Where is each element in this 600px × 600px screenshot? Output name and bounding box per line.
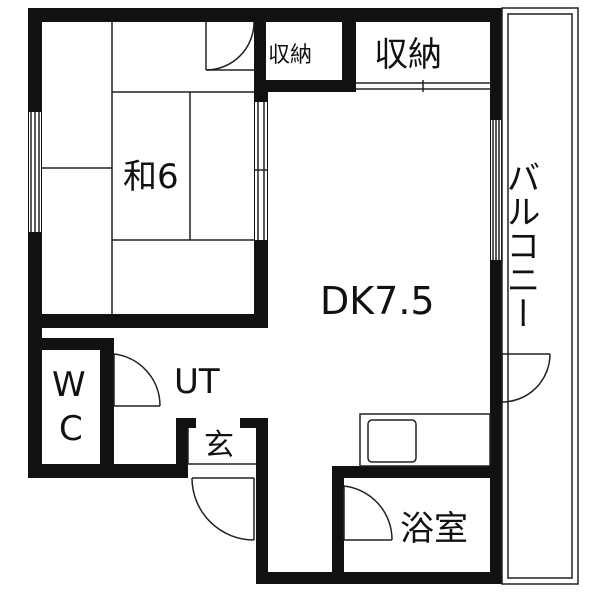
door-swings [113,21,551,541]
wall-entrance-left [176,418,188,478]
tatami-lines [42,22,267,314]
room-label-storage-large: 収納 [374,35,442,75]
wall-bath-top [332,466,502,478]
room-label-toilet-w: W [52,365,86,405]
wall-left [28,8,42,478]
room-label-bathroom: 浴室 [400,509,468,549]
wall-entrance-right [256,418,268,584]
room-label-washitsu: 和6 [123,157,179,197]
wall-entrance-top [176,418,196,428]
room-label-dining-kitchen: DK7.5 [320,279,435,323]
wall-bottom [256,572,502,584]
wall-storage-divider-1 [254,8,266,84]
wall-storage-bottom-1 [254,80,356,92]
room-label-utility: UT [174,362,220,402]
wall-wc-right [100,338,114,478]
windows [29,112,501,260]
wall-storage-divider-2 [342,8,356,92]
storage-sliding-door [356,80,490,92]
entrance-step [187,428,256,465]
room-label-balcony: バルコニー [500,160,540,330]
room-label-toilet-c: C [59,409,83,449]
wall-washitsu-bottom [28,314,268,328]
room-label-entrance: 玄 [204,428,234,463]
wall-bath-left [332,466,344,584]
wall-entrance-right-top [240,418,268,428]
room-label-storage-small: 収納 [268,43,312,68]
balcony [501,7,579,585]
kitchen-sink [359,413,491,467]
wall-wc-top [28,338,106,350]
